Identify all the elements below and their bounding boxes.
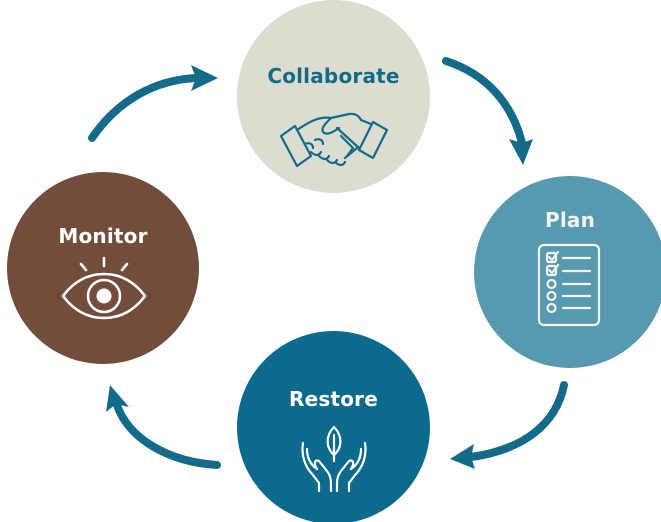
- checklist-icon: [537, 243, 601, 327]
- node-label-restore: Restore: [289, 387, 378, 411]
- hands-leaf-icon: [301, 425, 367, 493]
- arrowhead-plan-to-restore: [450, 444, 475, 469]
- node-label-monitor: Monitor: [58, 224, 148, 248]
- node-monitor: Monitor: [7, 172, 199, 364]
- eye-icon: [61, 256, 147, 320]
- arrowhead-restore-to-monitor: [106, 385, 129, 412]
- node-label-collaborate: Collaborate: [267, 64, 400, 88]
- handshake-icon: [279, 112, 389, 168]
- node-collaborate: Collaborate: [237, 0, 430, 193]
- node-restore: Restore: [237, 331, 430, 522]
- arrowhead-collaborate-to-plan: [509, 139, 533, 165]
- arrow-restore-to-monitor: [113, 401, 221, 469]
- arrowhead-monitor-to-collaborate: [191, 65, 218, 91]
- arrow-monitor-to-collaborate: [88, 74, 200, 142]
- arrow-collaborate-to-plan: [442, 57, 526, 147]
- node-plan: Plan: [474, 176, 661, 368]
- node-label-plan: Plan: [544, 208, 596, 232]
- arrow-plan-to-restore: [467, 381, 568, 461]
